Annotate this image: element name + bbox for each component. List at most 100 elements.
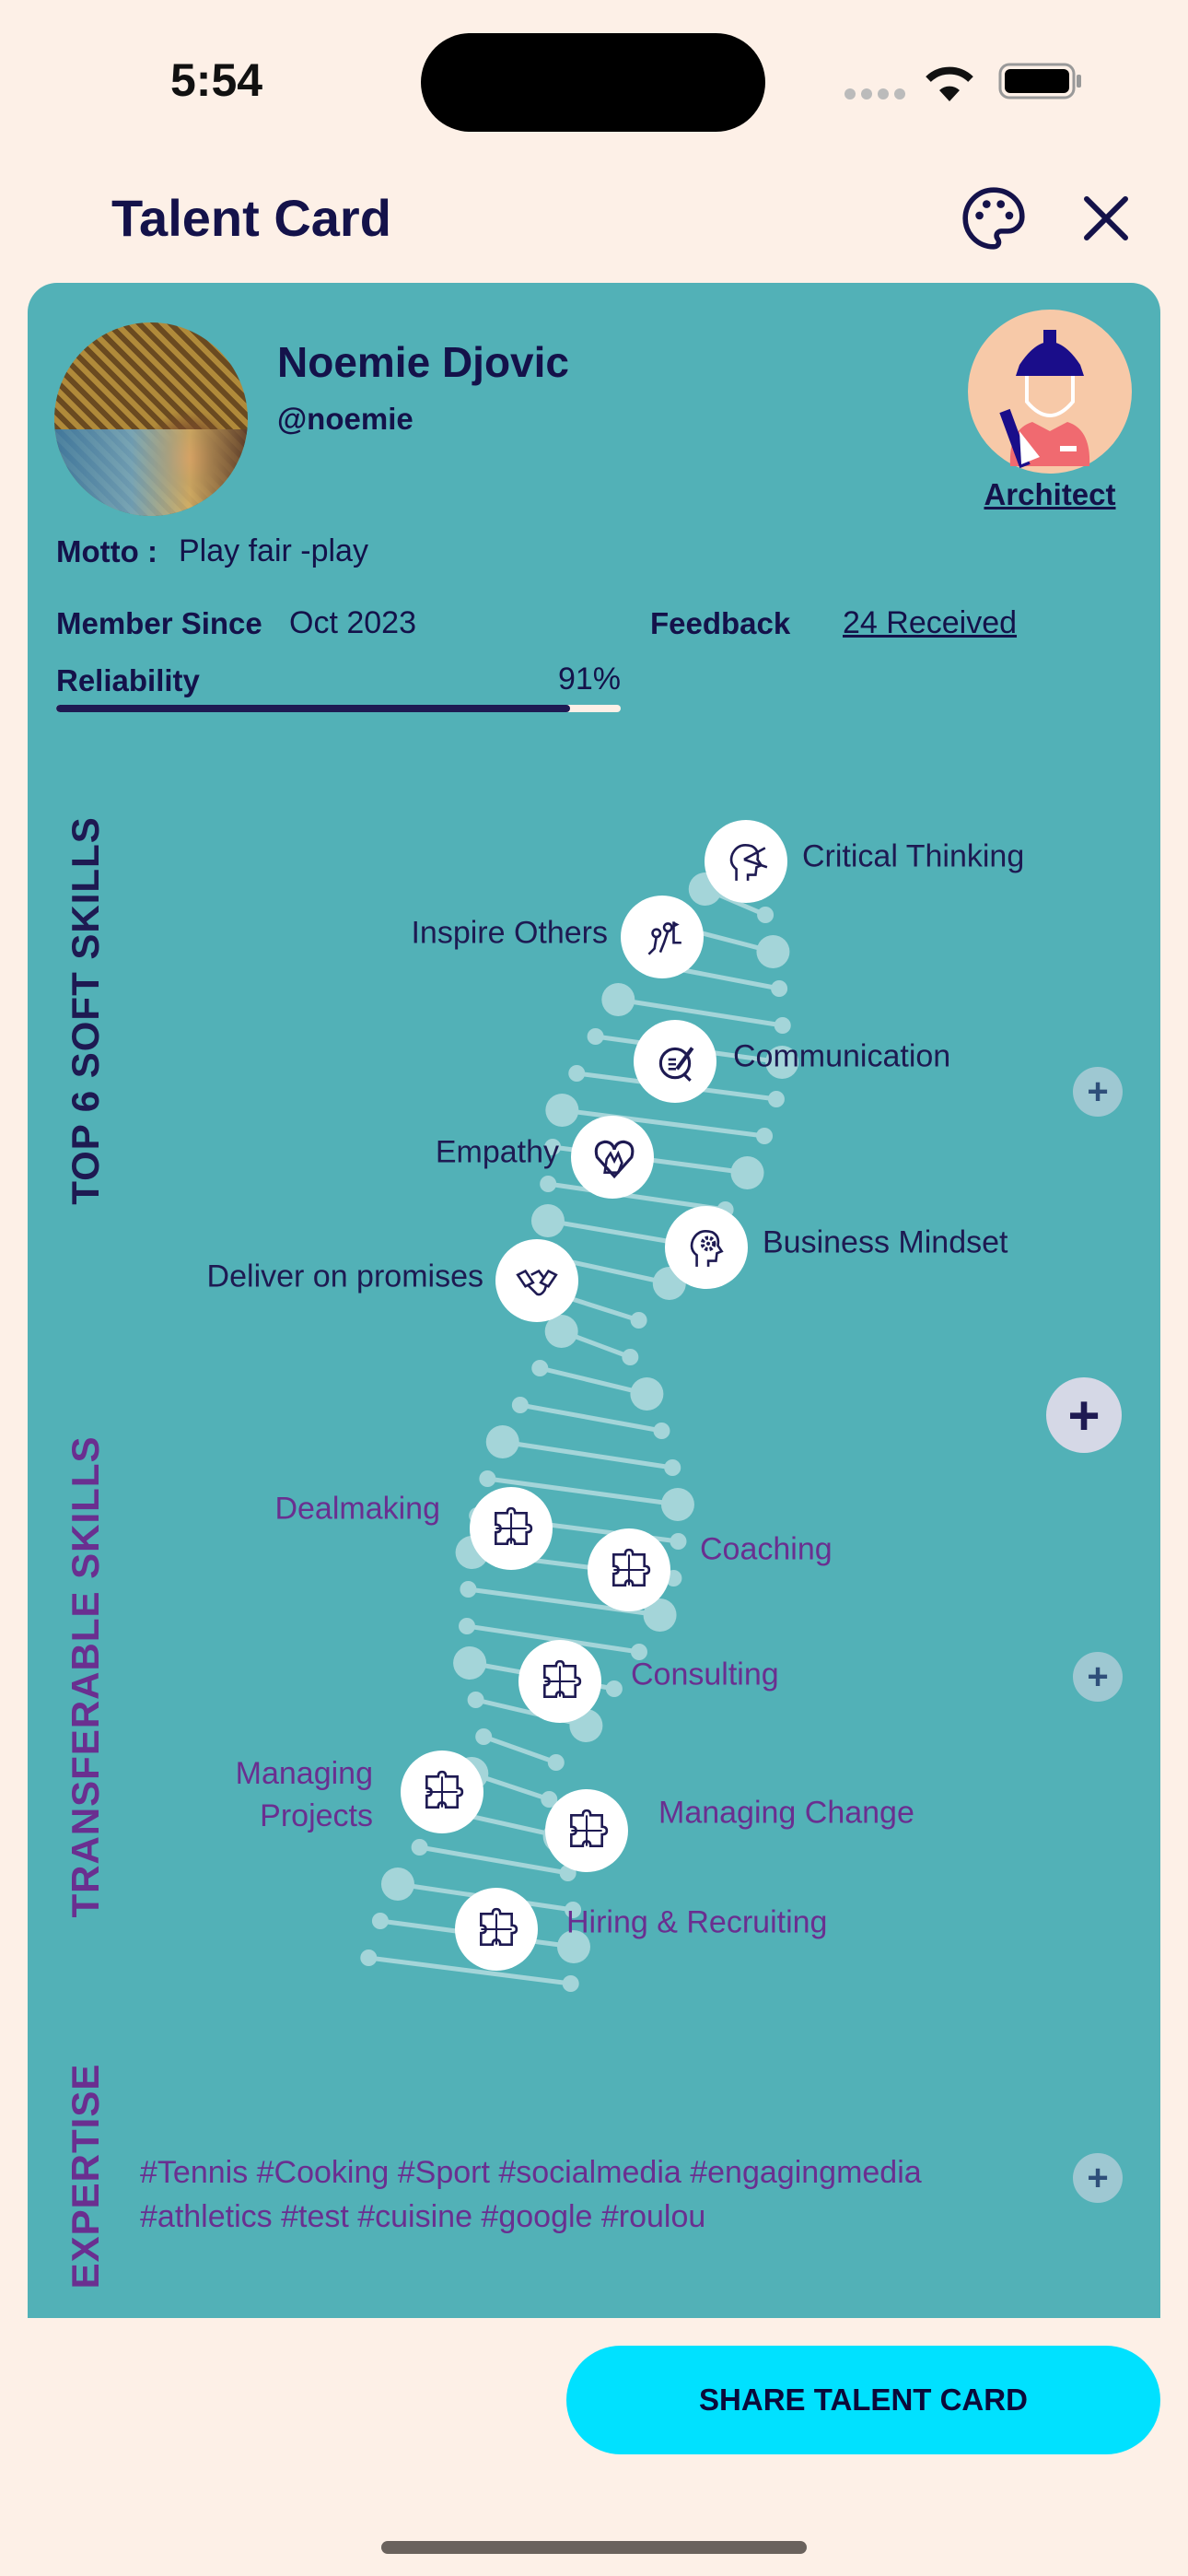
dna-node — [587, 1028, 604, 1045]
architect-avatar-icon[interactable] — [968, 310, 1132, 474]
skill-label[interactable]: Coaching — [700, 1531, 833, 1567]
reliability-label: Reliability — [56, 663, 200, 697]
expertise-tags-line: #Tennis #Cooking #Sport #socialmedia #en… — [140, 2155, 922, 2190]
feedback-link[interactable]: 24 Received — [843, 605, 1018, 640]
dna-node — [459, 1618, 476, 1634]
puzzle-icon[interactable] — [518, 1640, 601, 1723]
dna-rung — [617, 997, 784, 1028]
skill-label[interactable]: Deliver on promises — [206, 1259, 483, 1294]
handshake-icon[interactable] — [495, 1239, 578, 1322]
head-thinking-icon[interactable] — [705, 820, 787, 903]
skill-label-line: Projects — [260, 1798, 373, 1833]
dna-node — [530, 1204, 565, 1237]
skill-label[interactable]: Communication — [733, 1038, 951, 1074]
skill-label[interactable]: Empathy — [435, 1134, 559, 1170]
dna-rung — [539, 1365, 647, 1397]
dna-node — [453, 1646, 487, 1680]
dna-node — [511, 1397, 529, 1413]
dna-node — [756, 935, 790, 968]
dna-node — [730, 1156, 764, 1189]
puzzle-icon[interactable] — [401, 1751, 483, 1833]
skill-label[interactable]: Dealmaking — [274, 1491, 440, 1527]
dna-rung — [502, 1439, 673, 1470]
dna-node — [765, 1046, 799, 1079]
skill-label[interactable]: Critical Thinking — [802, 838, 1025, 874]
head-gear-icon[interactable] — [665, 1206, 748, 1289]
skill-label[interactable]: Business Mindset — [763, 1224, 1008, 1260]
dna-node — [360, 1950, 378, 1966]
skill-label[interactable]: Consulting — [631, 1657, 779, 1692]
role-link[interactable]: Architect — [984, 477, 1116, 511]
skill-label[interactable]: Managing Change — [658, 1795, 914, 1831]
signal-icon — [843, 87, 907, 106]
dna-node — [544, 1315, 578, 1348]
dna-node — [547, 1754, 565, 1771]
climbing-people-icon[interactable] — [621, 896, 704, 978]
dna-node — [643, 1598, 677, 1632]
puzzle-icon[interactable] — [545, 1789, 628, 1872]
status-time: 5:54 — [170, 54, 263, 106]
dna-node — [601, 983, 635, 1016]
dna-node — [541, 1791, 558, 1808]
add-soft-skill-button[interactable]: + — [1073, 1067, 1123, 1117]
dna-node — [380, 1868, 414, 1901]
dna-node — [371, 1913, 389, 1929]
member-since-label: Member Since — [56, 606, 262, 640]
transferable-skills-title: TRANSFERABLE SKILLS — [64, 1435, 107, 1918]
talent-card — [28, 283, 1160, 2318]
puzzle-icon[interactable] — [470, 1487, 553, 1570]
dna-node — [756, 1128, 774, 1144]
dna-rung — [466, 1623, 640, 1655]
add-expertise-button[interactable]: + — [1073, 2153, 1123, 2203]
dna-node — [664, 1459, 681, 1476]
dna-rung — [562, 1107, 765, 1139]
dna-node — [565, 1902, 582, 1918]
dna-node — [540, 1176, 557, 1192]
close-icon[interactable] — [1081, 193, 1131, 248]
member-since-value: Oct 2023 — [289, 605, 416, 640]
dna-node — [660, 1488, 694, 1521]
add-section-button[interactable]: + — [1046, 1377, 1122, 1453]
speech-bubble-pen-icon[interactable] — [634, 1020, 716, 1103]
dna-node — [531, 1360, 549, 1376]
expertise-tags-line: #athletics #test #cuisine #google #roulo… — [140, 2199, 706, 2234]
feedback-label: Feedback — [650, 606, 791, 640]
heart-hand-icon[interactable] — [571, 1116, 654, 1199]
dna-node — [545, 1094, 579, 1127]
skill-label[interactable]: Inspire Others — [411, 915, 608, 951]
expertise-tags: #Tennis #Cooking #Sport #socialmedia #en… — [140, 2150, 1015, 2239]
palette-icon[interactable] — [960, 184, 1028, 257]
page-title: Talent Card — [111, 189, 391, 247]
avatar[interactable] — [54, 322, 248, 516]
dna-node — [630, 1312, 647, 1329]
expertise-title: EXPERTISE — [64, 2063, 107, 2289]
battery-icon — [998, 63, 1083, 104]
dna-node — [774, 1017, 791, 1034]
dna-rung — [367, 1955, 572, 1986]
dna-node — [670, 1533, 687, 1550]
dna-node — [630, 1377, 664, 1411]
home-indicator[interactable] — [381, 2541, 807, 2554]
dna-node — [467, 1692, 484, 1708]
dna-node — [544, 1139, 562, 1155]
dna-node — [771, 980, 788, 997]
add-transferable-skill-button[interactable]: + — [1073, 1652, 1123, 1702]
dna-node — [475, 1728, 493, 1745]
dna-node — [562, 1975, 579, 1992]
motto-value: Play fair -play — [179, 533, 368, 568]
dna-node — [568, 1065, 586, 1082]
dna-node — [460, 1581, 477, 1598]
dna-rung — [519, 1402, 662, 1434]
dna-rung — [547, 1181, 726, 1212]
reliability-percent: 91% — [557, 662, 621, 697]
skill-label[interactable]: Hiring & Recruiting — [566, 1904, 828, 1940]
dna-node — [757, 907, 775, 923]
puzzle-icon[interactable] — [588, 1528, 670, 1611]
dna-node — [411, 1839, 428, 1856]
dna-node — [630, 1644, 647, 1660]
share-talent-card-button[interactable]: SHARE TALENT CARD — [566, 2346, 1160, 2454]
puzzle-icon[interactable] — [455, 1888, 538, 1971]
dna-node — [556, 1930, 590, 1963]
motto-label: Motto : — [56, 534, 157, 568]
